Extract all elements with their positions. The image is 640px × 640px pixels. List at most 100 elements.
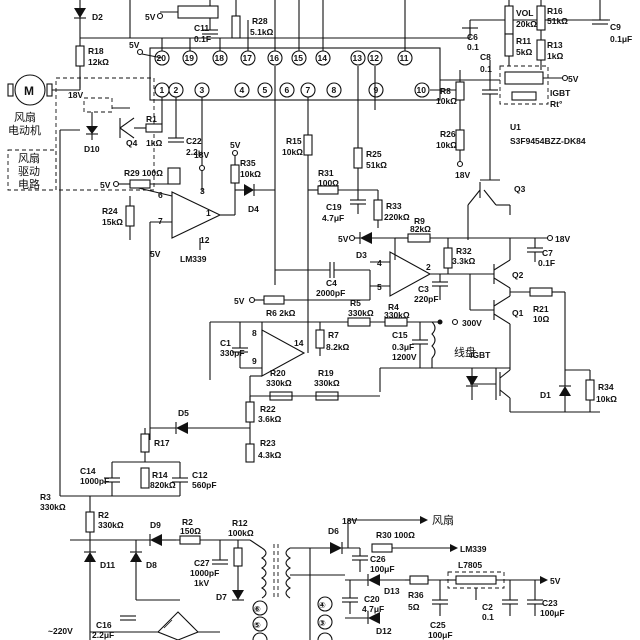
- fan-driver-box: [55, 77, 155, 191]
- label-c25-2: 100μF: [428, 630, 453, 640]
- label-c27-1: C27: [194, 558, 210, 568]
- label-c19-2: 4.7μF: [322, 213, 344, 223]
- resistor-r12: R12 100kΩ: [228, 518, 254, 567]
- u1-pin-15: 15: [294, 53, 304, 63]
- label-d12: D12: [376, 626, 392, 636]
- label-ac-in: ~220V: [48, 626, 73, 636]
- label-5v-r29: 5V: [100, 180, 111, 190]
- u1-pin-8: 8: [332, 85, 337, 95]
- label-r15-1: R15: [286, 136, 302, 146]
- label-c20-1: C20: [364, 594, 380, 604]
- resistor-r9: R9 82kΩ: [395, 216, 448, 243]
- resistor-r1: R1 1kΩ: [134, 114, 163, 148]
- u1-pin-12: 12: [370, 53, 380, 63]
- capacitor-c9: C9 0.1μF: [592, 0, 632, 44]
- resistor-r24: R24 15kΩ: [102, 196, 135, 240]
- label-r35-1: R35: [240, 158, 256, 168]
- label-c16-1: C16: [96, 620, 112, 630]
- label-r21-2: 10Ω: [533, 314, 549, 324]
- label-q3: Q3: [514, 184, 526, 194]
- diode-d1: D1: [540, 370, 571, 412]
- label-c12-2: 560pF: [192, 480, 217, 490]
- igbt-temp-sensor: 5V IGBT Rt°: [499, 65, 579, 109]
- label-r9-1: R9: [414, 216, 425, 226]
- resistor-r32: R32 3.3kΩ: [443, 238, 476, 274]
- label-c3-1: C3: [418, 284, 429, 294]
- resistor-r31: R31 100Ω: [308, 168, 378, 195]
- label-5v-d3: 5V: [338, 234, 349, 244]
- label-5v-r35: 5V: [230, 140, 241, 150]
- label-r5-2: 330kΩ: [348, 308, 374, 318]
- capacitor-c27: C27 1000pF 1kV: [190, 540, 228, 588]
- label-q2: Q2: [512, 270, 524, 280]
- label-18v-r26: 18V: [455, 170, 470, 180]
- u1-pin-11: 11: [400, 53, 409, 63]
- opc-pin8: 8: [252, 328, 257, 338]
- label-r17: R17: [154, 438, 170, 448]
- capacitor-c12: C12 560pF: [172, 462, 217, 496]
- resistor-r16: R16 51kΩ: [536, 0, 568, 31]
- driver-caption-1: 风扇: [18, 151, 40, 165]
- resistor-r15: R15 10kΩ: [282, 97, 313, 300]
- label-r11-2: 5kΩ: [516, 47, 532, 57]
- opa-pin1: 1: [206, 208, 211, 218]
- label-5v-a: 5V: [150, 249, 161, 259]
- resistor-r20: R20 330kΩ: [249, 368, 293, 401]
- resistor-r21: R21 10Ω: [510, 287, 566, 370]
- resistor-r2-330k: R2 330kΩ: [85, 496, 124, 540]
- label-d8: D8: [146, 560, 157, 570]
- label-c4-2: 2000pF: [316, 288, 345, 298]
- label-r14-1: R14: [152, 470, 168, 480]
- label-c8-1: C8: [480, 52, 491, 62]
- transistor-q1: Q1: [470, 288, 524, 334]
- motor-symbol: M: [24, 84, 34, 98]
- label-c16-2: 2.2μF: [92, 630, 114, 640]
- capacitor-c23: C23 100μF: [527, 580, 565, 618]
- label-300v: 300V: [462, 318, 482, 328]
- conn-3: ③: [319, 618, 326, 628]
- label-r35-2: 10kΩ: [240, 169, 261, 179]
- resistor-r36: R36 5Ω: [405, 575, 445, 612]
- capacitor-c25: C25 100μF: [428, 580, 453, 640]
- conn-5: ⑤: [254, 620, 261, 630]
- u1-pin-4: 4: [240, 85, 245, 95]
- resistor-r6: 5V R6 2kΩ: [234, 295, 308, 318]
- label-c15-3: 1200V: [392, 352, 417, 362]
- capacitor-c11: C11 0.1F: [194, 23, 218, 44]
- label-c25-1: C25: [430, 620, 446, 630]
- label-r4-2: 330kΩ: [384, 310, 410, 320]
- label-r29: R29 100Ω: [124, 168, 163, 178]
- label-r2b-2: 150Ω: [180, 526, 201, 536]
- label-d2: D2: [92, 12, 103, 22]
- label-r31-1: R31: [318, 168, 334, 178]
- u1-pin-6: 6: [285, 85, 290, 95]
- label-c12-1: C12: [192, 470, 208, 480]
- capacitor-c3: C3 220pF: [414, 274, 448, 304]
- diode-d5: D5: [150, 408, 250, 434]
- u1-pin-9: 9: [374, 85, 379, 95]
- label-d7: D7: [216, 592, 227, 602]
- label-r36-2: 5Ω: [408, 602, 420, 612]
- label-fan-out: 风扇: [432, 513, 454, 527]
- connector-left: ⑥ ⑤: [252, 600, 268, 640]
- label-c27-3: 1kV: [194, 578, 209, 588]
- label-r1-1: R1: [146, 114, 157, 124]
- label-r14-2: 820kΩ: [150, 480, 176, 490]
- resistor-r35: 5V R35 10kΩ: [230, 140, 261, 215]
- label-r21-1: R21: [533, 304, 549, 314]
- label-d13: D13: [384, 586, 400, 596]
- opa-pin12: 12: [200, 235, 210, 245]
- driver-caption-box: [7, 149, 57, 191]
- label-d11: D11: [100, 560, 115, 570]
- label-c2-2: 0.1: [482, 612, 494, 622]
- label-r20-2: 330kΩ: [266, 378, 292, 388]
- lm339-comparator-a: 6 7 1 3 12 LM339: [158, 186, 222, 264]
- label-r5-1: R5: [350, 298, 361, 308]
- label-r12-1: R12: [232, 518, 248, 528]
- label-r25-2: 51kΩ: [366, 160, 387, 170]
- label-r18a-1: R18: [88, 46, 104, 56]
- u1-pin-13: 13: [353, 53, 363, 63]
- label-r23-1: R23: [260, 438, 276, 448]
- diode-d13: D13: [345, 574, 405, 596]
- label-5v-sensor: 5V: [568, 74, 579, 84]
